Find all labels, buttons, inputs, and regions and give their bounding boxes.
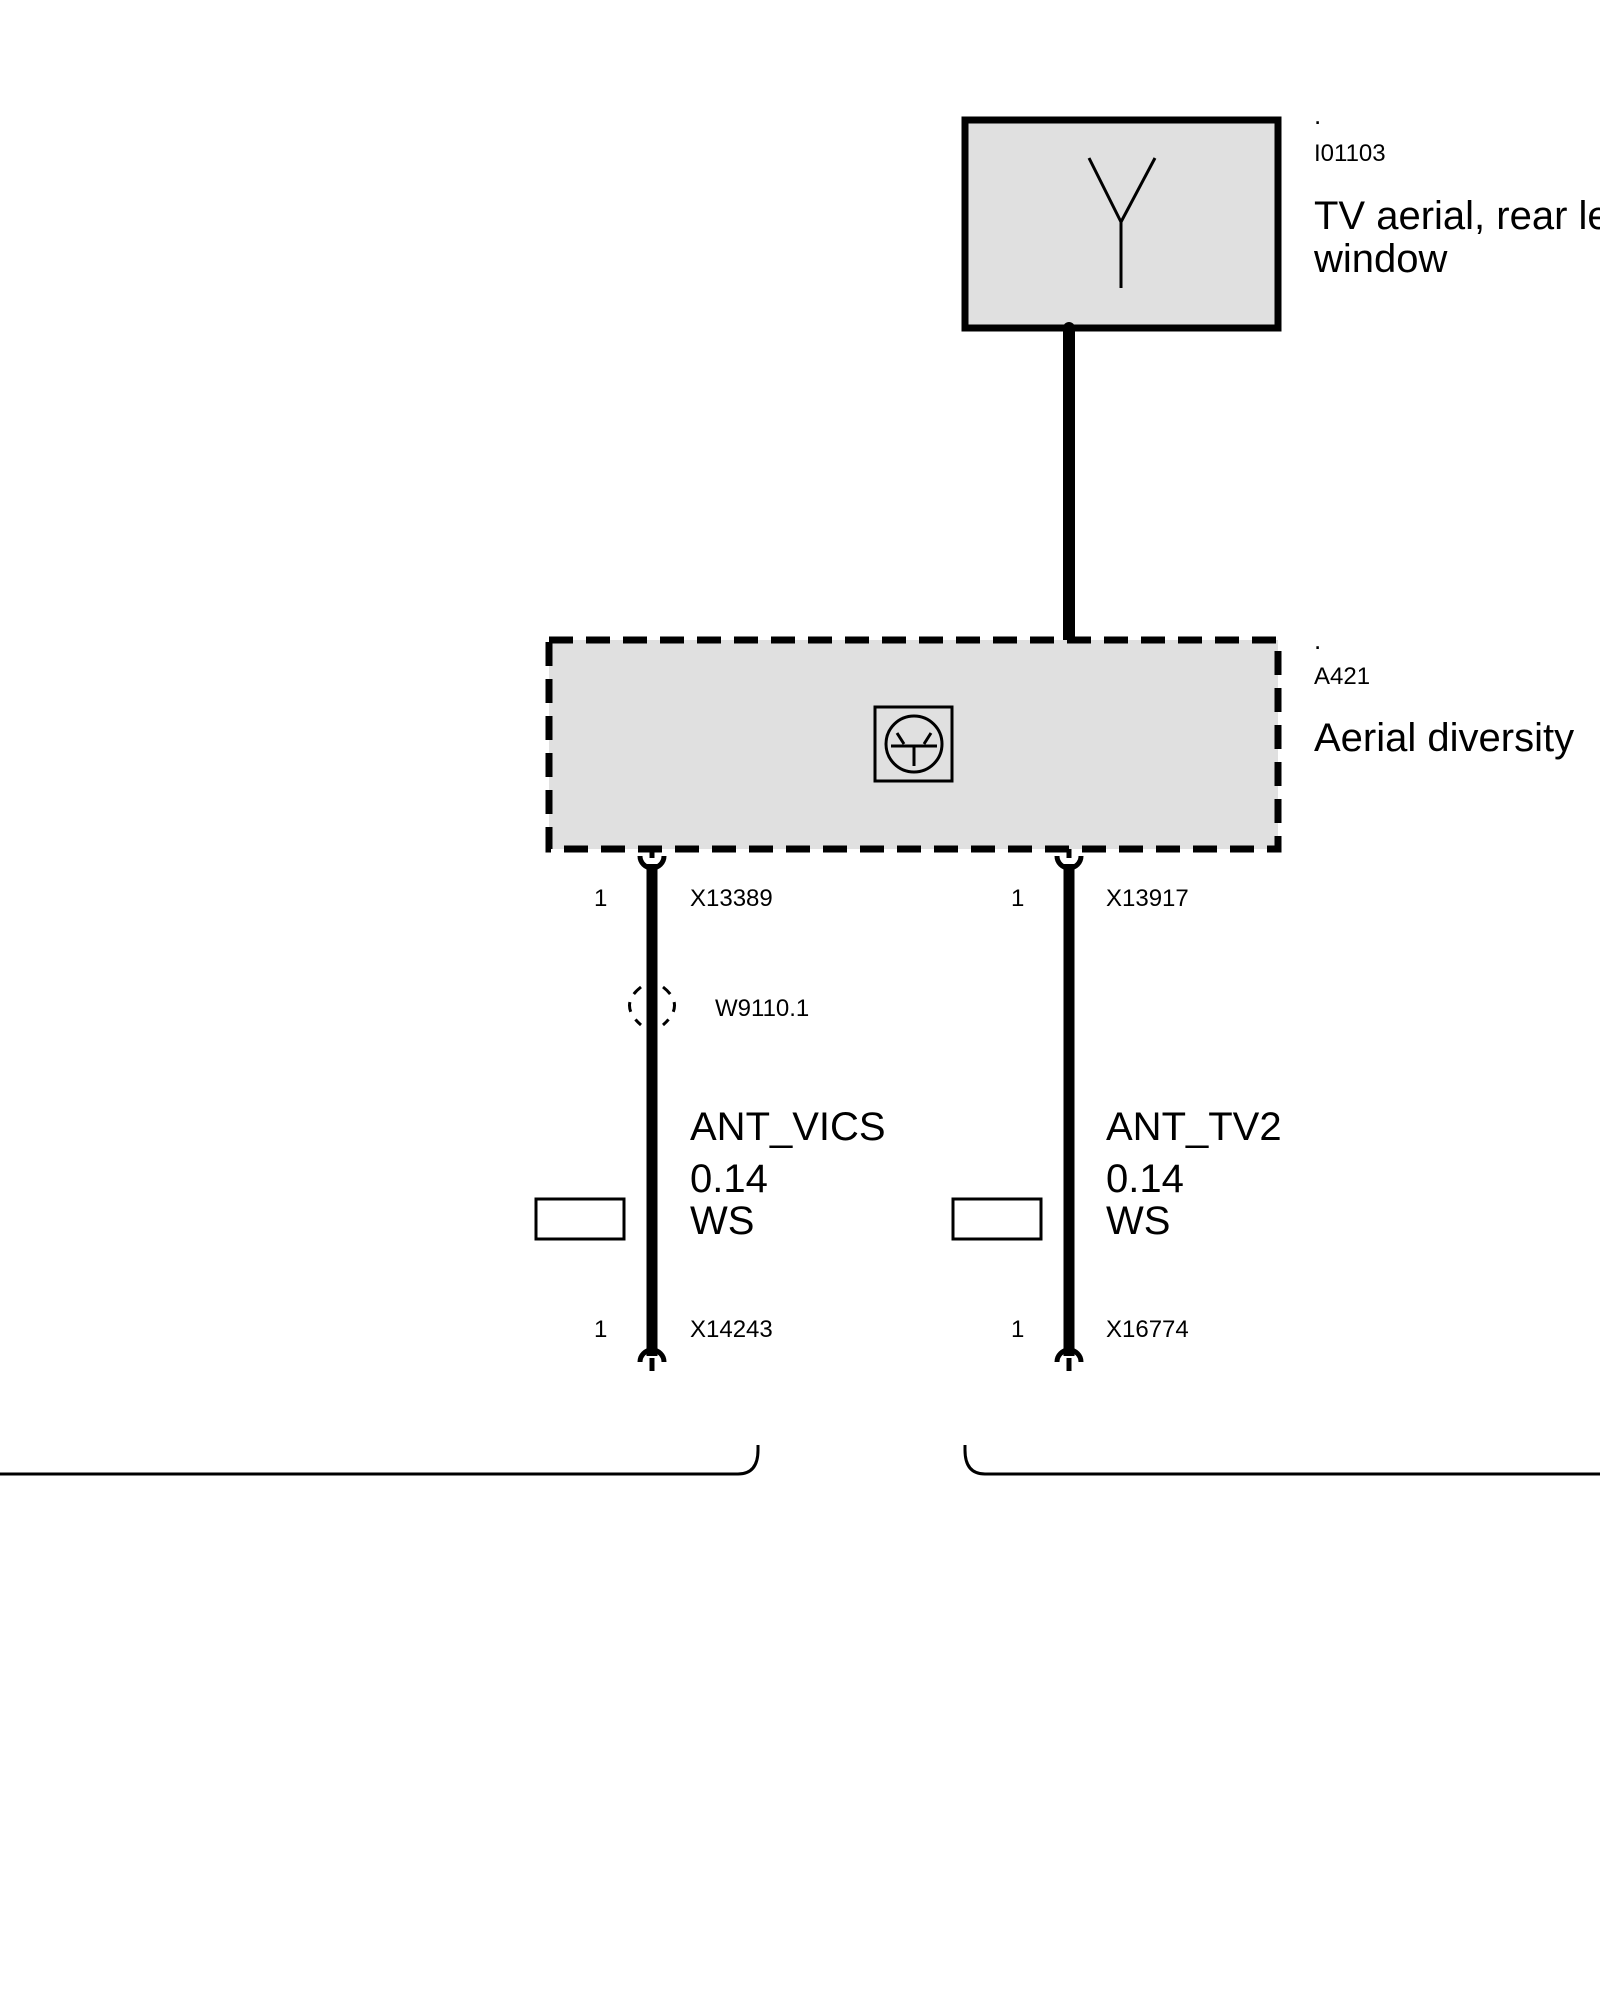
connector-right-top-pin: 1	[1011, 885, 1025, 912]
wire-tag-left	[534, 1197, 626, 1241]
connector-right-bottom-code: X16774	[1106, 1316, 1189, 1343]
diversity-name: Aerial diversity	[1314, 716, 1575, 760]
connector-left-top-code: X13389	[690, 885, 773, 912]
wire-left-color: WS	[690, 1199, 755, 1243]
diversity-code: A421	[1314, 663, 1371, 690]
aerial-name-line1: TV aerial, rear le	[1314, 194, 1600, 238]
bracket-left	[0, 1445, 760, 1476]
shield-code: W9110.1	[715, 995, 810, 1022]
connector-x16774-symbol	[1054, 1347, 1084, 1371]
connector-x14243-symbol	[637, 1347, 667, 1371]
aerial-code: I01103	[1314, 140, 1386, 167]
diversity-marker: .	[1314, 625, 1322, 655]
aerial-name-line2: window	[1314, 237, 1448, 281]
connector-right-top-code: X13917	[1106, 885, 1189, 912]
connector-left-bottom-code: X14243	[690, 1316, 773, 1343]
wire-left-signal: ANT_VICS	[690, 1105, 886, 1149]
connector-left-top-pin: 1	[594, 885, 608, 912]
connector-left-bottom-pin: 1	[594, 1316, 608, 1343]
wire-right-gauge: 0.14	[1106, 1157, 1184, 1201]
wire-right-signal: ANT_TV2	[1106, 1105, 1282, 1149]
wire-left-gauge: 0.14	[690, 1157, 768, 1201]
connector-right-bottom-pin: 1	[1011, 1316, 1025, 1343]
bracket-right	[963, 1445, 1600, 1476]
wire-right-color: WS	[1106, 1199, 1171, 1243]
aerial-marker: .	[1314, 100, 1322, 130]
transistor-icon	[873, 705, 954, 783]
wire-tag-right	[951, 1197, 1043, 1241]
shield-w9110-symbol	[628, 985, 676, 1027]
antenna-icon	[1087, 157, 1157, 288]
